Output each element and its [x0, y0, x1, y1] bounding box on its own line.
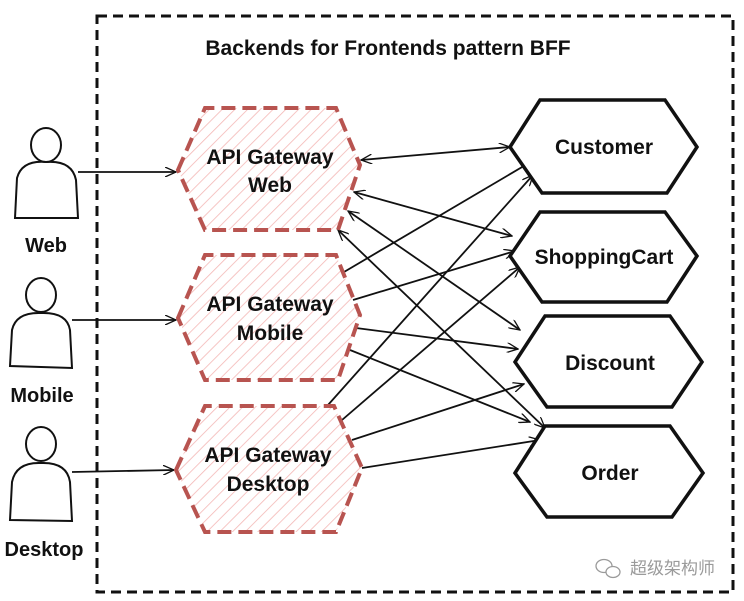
bff-boundary: [95, 14, 735, 594]
watermark-text: 超级架构师: [630, 559, 715, 579]
service-label-order: Order: [581, 462, 638, 485]
gateway-web[interactable]: API Gateway Web: [175, 106, 363, 232]
gateway-mobile-line2: Mobile: [237, 322, 304, 345]
service-label-discount: Discount: [565, 352, 655, 375]
diagram-title: Backends for Frontends pattern BFF: [205, 37, 570, 60]
edge-gw-desktop-to-shoppingcart: [341, 267, 520, 421]
service-shoppingcart[interactable]: ShoppingCart: [507, 210, 700, 304]
user-icon: [8, 426, 74, 523]
gateway-desktop-line2: Desktop: [227, 473, 310, 496]
client-label-mobile: Mobile: [10, 385, 73, 407]
edge-gw-mobile-to-order: [349, 349, 530, 422]
edge-gw-web-to-order: [338, 230, 545, 428]
wechat-icon: [595, 558, 621, 579]
edges-layer: [71, 147, 545, 472]
service-customer[interactable]: Customer: [507, 98, 700, 195]
edge-desktop-to-gw-desktop: [71, 470, 174, 472]
user-icon: [8, 277, 74, 370]
user-icon: [13, 127, 80, 219]
gateway-desktop-line1: API Gateway: [204, 444, 332, 467]
client-desktop[interactable]: Desktop: [5, 426, 84, 561]
service-label-shoppingcart: ShoppingCart: [535, 246, 674, 269]
gateway-web-line1: API Gateway: [206, 146, 334, 169]
edge-gw-mobile-to-customer: [343, 160, 534, 273]
service-label-customer: Customer: [555, 136, 653, 159]
gateway-desktop[interactable]: API Gateway Desktop: [173, 404, 365, 534]
edge-gw-web-to-discount: [348, 211, 520, 330]
edge-gw-desktop-to-order: [361, 440, 540, 469]
client-web[interactable]: Web: [13, 127, 80, 257]
client-mobile[interactable]: Mobile: [8, 277, 74, 407]
client-label-web: Web: [25, 235, 67, 257]
edge-gw-desktop-to-discount: [351, 384, 524, 441]
service-discount[interactable]: Discount: [512, 314, 705, 409]
edge-gw-web-to-shoppingcart: [354, 192, 512, 236]
watermark: 超级架构师: [595, 558, 715, 579]
client-label-desktop: Desktop: [5, 539, 84, 561]
gateway-web-line2: Web: [248, 174, 292, 197]
edge-gw-mobile-to-shoppingcart: [352, 251, 515, 301]
gateway-mobile[interactable]: API Gateway Mobile: [175, 253, 363, 382]
gateway-mobile-line1: API Gateway: [206, 293, 334, 316]
edge-gw-web-to-customer: [361, 147, 510, 160]
service-order[interactable]: Order: [512, 424, 706, 519]
edge-gw-desktop-to-customer: [327, 175, 533, 406]
